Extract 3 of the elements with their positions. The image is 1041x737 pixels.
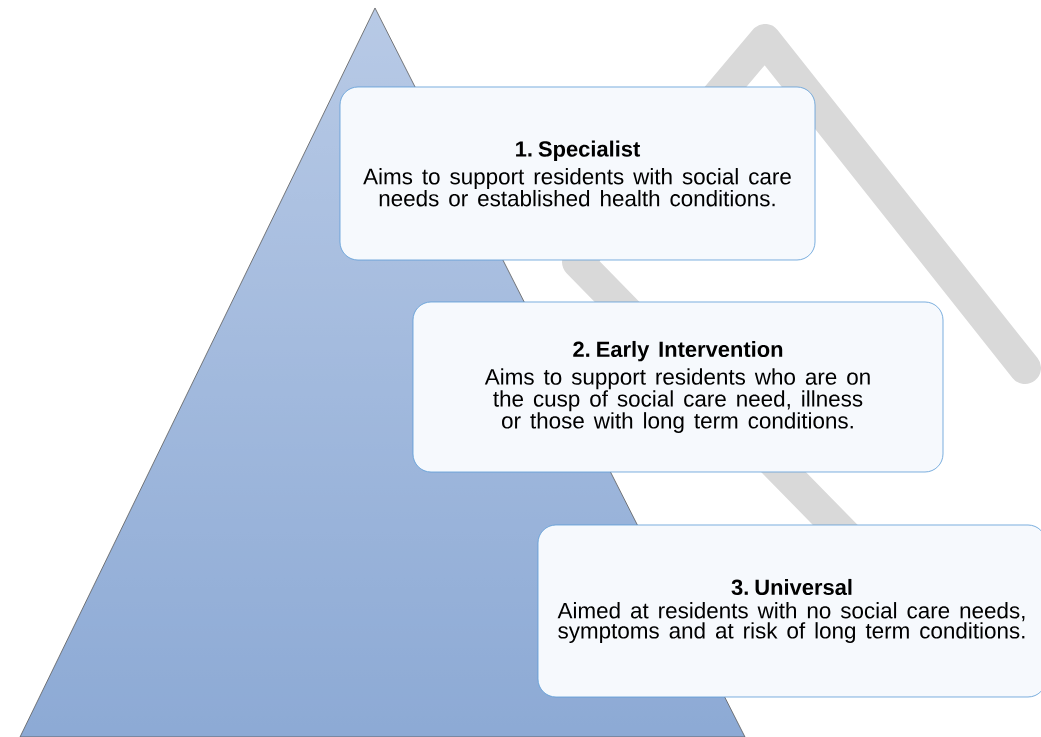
text-box: 2. Early Intervention Aims to support residents who are on the cusp of social care need, illness or those with long term conditions. bbox=[412, 301, 944, 473]
text-box: 1. Specialist Aims to support residents with social care needs or established health conditions. bbox=[339, 86, 816, 261]
text-box: 3. Universal Aimed at residents with no social care needs, symptoms and at risk of long term conditions. bbox=[537, 524, 1041, 698]
